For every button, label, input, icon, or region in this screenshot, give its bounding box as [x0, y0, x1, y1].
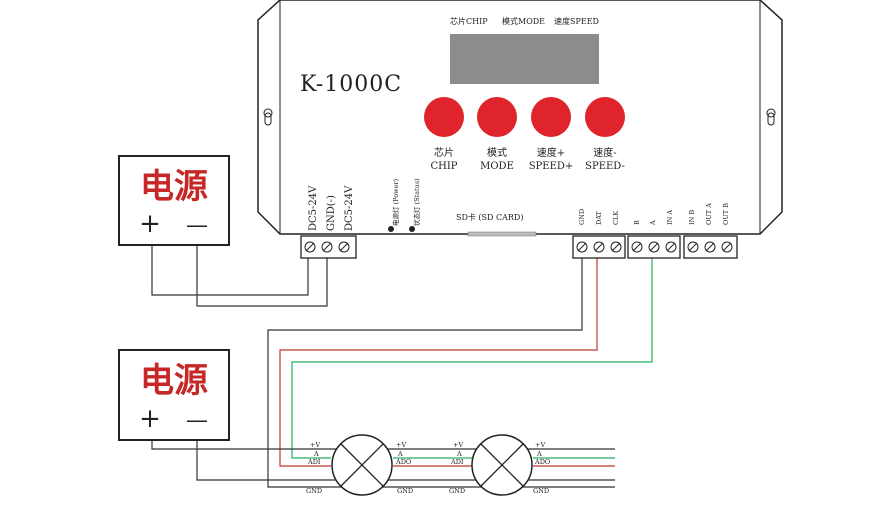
lamp-2-left-adi: ADI [450, 458, 464, 466]
sd-card-label: SD卡 (SD CARD) [456, 212, 523, 222]
dmx-label-out-a: OUT A [705, 203, 713, 225]
lamp-1-left-adi: ADI [307, 458, 321, 466]
lamp-2-left-a: A [456, 450, 462, 458]
mount-hole-left-icon [263, 108, 273, 126]
chip-button[interactable] [424, 97, 464, 137]
signal-label-dat: DAT [595, 210, 603, 225]
signal-label-clk: CLK [612, 211, 620, 225]
speed-down-button[interactable] [585, 97, 625, 137]
lamp-1-right-v: +V [396, 441, 406, 449]
lamp-1-right-ado: ADO [395, 458, 411, 466]
power-supply-1-minus: — [186, 213, 208, 238]
power-led-label: 电源灯 (Power) [391, 178, 400, 226]
power-supply-1-plus: + [139, 209, 161, 239]
mode-button-label-en: MODE [480, 161, 514, 172]
display-label-speed: 速度SPEED [554, 16, 599, 26]
lamp-2-right-v: +V [535, 441, 545, 449]
power-terminal-block [300, 235, 357, 259]
power-supply-2-minus: — [186, 408, 208, 433]
lamp-1-left-v: +V [310, 441, 320, 449]
wires [151, 245, 653, 488]
display-label-chip: 芯片CHIP [450, 16, 488, 26]
speed-up-label-en: SPEED+ [529, 161, 574, 172]
dmx-label-a: A [649, 220, 657, 226]
power-label-2: GND(-) [326, 195, 337, 231]
status-led-label: 状态灯 (Status) [412, 178, 421, 226]
display-label-mode: 模式MODE [502, 16, 545, 26]
signal-label-gnd: GND [578, 209, 586, 225]
mode-button-label-cn: 模式 [487, 146, 507, 159]
lamp-2-right-a: A [536, 450, 542, 458]
power-label-3: DC5-24V [344, 185, 355, 231]
lamp-2-left-gnd: GND [449, 487, 465, 495]
wire-clk-signal [291, 258, 653, 459]
controller-unit: K-1000C 芯片CHIP 模式MODE 速度SPEED 芯片 CHIP 模式… [257, 0, 783, 237]
power-led-icon [388, 226, 394, 232]
speed-up-label-cn: 速度+ [537, 146, 565, 159]
model-label: K-1000C [300, 72, 402, 97]
dmx-label-b: B [633, 220, 641, 225]
lamp-2-right-ado: ADO [534, 458, 550, 466]
power-label-1: DC5-24V [308, 185, 319, 231]
signal-terminal-block [572, 235, 626, 259]
speed-up-button[interactable] [531, 97, 571, 137]
lamp-1-right-gnd: GND [397, 487, 413, 495]
mount-hole-right-icon [766, 108, 776, 126]
dmx-label-out-b: OUT B [722, 203, 730, 225]
lamp-1-right-a: A [397, 450, 403, 458]
power-supply-1-title: 电源 [140, 167, 208, 207]
sd-card-slot[interactable] [467, 231, 537, 237]
chip-button-label-cn: 芯片 [434, 146, 454, 159]
dmx-label-in-b: IN B [688, 210, 696, 225]
wire-psu1-plus [151, 245, 309, 296]
mode-button[interactable] [477, 97, 517, 137]
power-supply-2-plus: + [139, 404, 161, 434]
dmx-label-in-a: IN A [666, 210, 674, 225]
status-led-icon [409, 226, 415, 232]
dmx-in-terminal-block [627, 235, 681, 259]
speed-down-label-en: SPEED- [585, 161, 625, 172]
lamp-2-right-gnd: GND [533, 487, 549, 495]
lcd-display [450, 34, 599, 84]
wire-gnd-signal [267, 258, 615, 488]
power-supply-1: 电源 + — [118, 155, 230, 246]
lamp-1-left-a: A [313, 450, 319, 458]
lamp-1: +V A ADI GND +V A ADO GND [306, 434, 413, 496]
lamp-1-left-gnd: GND [306, 487, 322, 495]
chip-button-label-en: CHIP [430, 161, 457, 172]
lamp-2: +V A ADI GND +V A ADO GND [449, 434, 550, 496]
wire-psu2-plus [151, 440, 615, 450]
dmx-out-terminal-block [683, 235, 738, 259]
speed-down-label-cn: 速度- [593, 146, 616, 159]
lamp-2-left-v: +V [453, 441, 463, 449]
power-supply-2-title: 电源 [140, 361, 208, 401]
power-supply-2: 电源 + — [118, 349, 230, 441]
wire-psu1-minus [196, 245, 328, 307]
wire-dat-signal [279, 258, 598, 467]
